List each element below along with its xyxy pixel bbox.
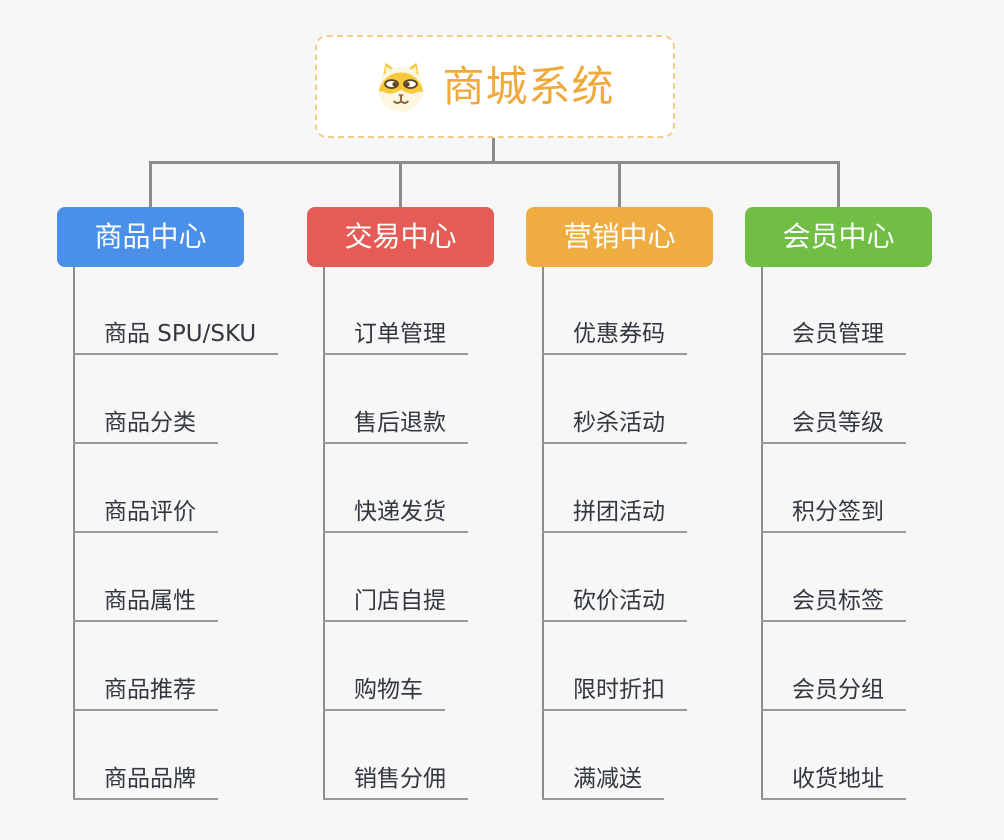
child-node[interactable]: 订单管理 <box>323 313 468 355</box>
child-node[interactable]: 满减送 <box>542 758 664 800</box>
branch-header[interactable]: 会员中心 <box>745 207 932 267</box>
branch-header[interactable]: 营销中心 <box>526 207 713 267</box>
child-label: 商品分类 <box>104 409 196 436</box>
child-label: 商品品牌 <box>104 765 196 792</box>
child-node[interactable]: 会员等级 <box>761 402 906 444</box>
child-node[interactable]: 商品 SPU/SKU <box>73 313 279 355</box>
connector-line <box>323 267 325 800</box>
child-label: 商品属性 <box>104 587 196 614</box>
connector-line <box>618 161 621 207</box>
child-label: 销售分佣 <box>354 765 446 792</box>
child-node[interactable]: 购物车 <box>323 669 445 711</box>
branch-label: 会员中心 <box>782 220 895 253</box>
child-label: 会员标签 <box>792 587 884 614</box>
connector-line <box>491 138 495 164</box>
child-label: 商品评价 <box>104 498 196 525</box>
branch-label: 商品中心 <box>94 220 207 253</box>
child-node[interactable]: 销售分佣 <box>323 758 468 800</box>
branch-header[interactable]: 交易中心 <box>307 207 494 267</box>
branch-label: 营销中心 <box>563 220 676 253</box>
child-node[interactable]: 商品评价 <box>73 491 218 533</box>
connector-line <box>837 161 840 207</box>
child-node[interactable]: 积分签到 <box>761 491 906 533</box>
child-node[interactable]: 优惠券码 <box>542 313 687 355</box>
child-label: 优惠券码 <box>573 320 665 347</box>
connector-line <box>73 267 75 800</box>
root-title: 商城系统 <box>442 61 615 111</box>
child-node[interactable]: 商品品牌 <box>73 758 218 800</box>
dog-face-icon <box>375 61 427 113</box>
child-label: 积分签到 <box>792 498 884 525</box>
child-node[interactable]: 商品推荐 <box>73 669 218 711</box>
child-node[interactable]: 会员管理 <box>761 313 906 355</box>
child-node[interactable]: 会员分组 <box>761 669 906 711</box>
connector-line <box>149 161 840 164</box>
child-label: 会员管理 <box>792 320 884 347</box>
child-node[interactable]: 收货地址 <box>761 758 906 800</box>
child-node[interactable]: 门店自提 <box>323 580 468 622</box>
root-node[interactable]: 商城系统 <box>315 35 675 138</box>
child-node[interactable]: 售后退款 <box>323 402 468 444</box>
child-node[interactable]: 快递发货 <box>323 491 468 533</box>
child-node[interactable]: 商品属性 <box>73 580 218 622</box>
connector-line <box>761 267 763 800</box>
child-label: 会员分组 <box>792 676 884 703</box>
child-label: 满减送 <box>573 765 642 792</box>
child-label: 会员等级 <box>792 409 884 436</box>
child-node[interactable]: 商品分类 <box>73 402 218 444</box>
child-label: 购物车 <box>354 676 423 703</box>
branch-header[interactable]: 商品中心 <box>57 207 244 267</box>
child-label: 订单管理 <box>354 320 446 347</box>
child-node[interactable]: 拼团活动 <box>542 491 687 533</box>
child-node[interactable]: 砍价活动 <box>542 580 687 622</box>
child-node[interactable]: 秒杀活动 <box>542 402 687 444</box>
child-label: 砍价活动 <box>573 587 665 614</box>
child-label: 收货地址 <box>792 765 884 792</box>
child-label: 快递发货 <box>354 498 446 525</box>
child-label: 拼团活动 <box>573 498 665 525</box>
connector-line <box>399 161 402 207</box>
branch-label: 交易中心 <box>344 220 457 253</box>
connector-line <box>542 267 544 800</box>
child-label: 商品 SPU/SKU <box>104 320 257 347</box>
connector-line <box>149 161 152 207</box>
child-label: 商品推荐 <box>104 676 196 703</box>
child-label: 秒杀活动 <box>573 409 665 436</box>
child-label: 限时折扣 <box>573 676 665 703</box>
child-label: 门店自提 <box>354 587 446 614</box>
child-label: 售后退款 <box>354 409 446 436</box>
child-node[interactable]: 限时折扣 <box>542 669 687 711</box>
child-node[interactable]: 会员标签 <box>761 580 906 622</box>
